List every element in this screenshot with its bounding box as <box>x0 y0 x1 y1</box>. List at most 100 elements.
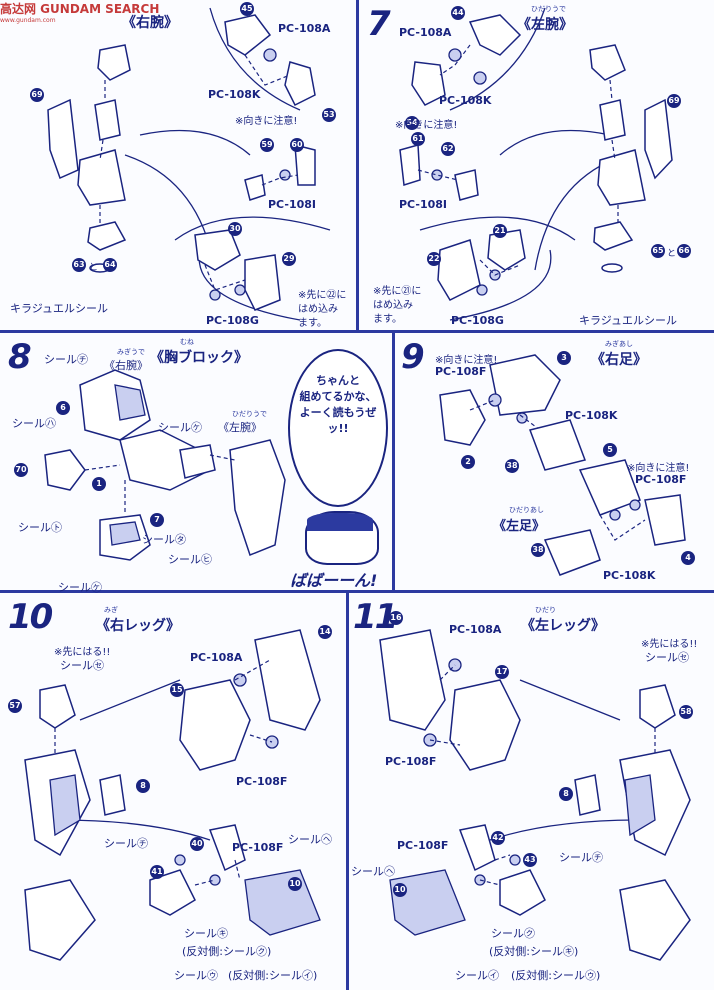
part-number: 21 <box>493 224 507 238</box>
bubble-line: 組めてるかな、 <box>299 390 377 403</box>
pc-code-label: PC-108I <box>268 198 317 211</box>
part-number: 38 <box>531 543 545 557</box>
step6-art <box>47 7 331 321</box>
note-line: はめ込み <box>373 300 413 311</box>
part-number: 43 <box>523 853 537 867</box>
seal-label: キラジュエルシール <box>10 302 109 315</box>
sub-ruby: ひだりあし <box>509 506 544 514</box>
step-number: 8 <box>8 337 32 377</box>
pc-code-label: PC-108G <box>206 314 259 327</box>
pc-code-label: PC-108I <box>399 198 448 211</box>
part-number: 45 <box>240 2 254 16</box>
part-number: 63 <box>72 258 86 272</box>
seal-label: シール㋒ <box>174 969 218 982</box>
note-line: ます。 <box>373 314 402 325</box>
part-number: 53 <box>322 108 336 122</box>
part-number: 62 <box>441 142 455 156</box>
step7-art <box>399 7 673 321</box>
step-number: 10 <box>8 597 53 637</box>
part-number: 60 <box>290 138 304 152</box>
part-number: 38 <box>505 459 519 473</box>
caution-note: ※向きに注意! <box>395 120 458 131</box>
part-number: 10 <box>288 877 302 891</box>
step-number: 7 <box>367 4 391 44</box>
sub-title-left-arm: 《左腕》 <box>218 421 262 434</box>
part-number: 14 <box>318 625 332 639</box>
part-number: 6 <box>56 401 70 415</box>
step11-art <box>379 629 691 961</box>
part-number: 10 <box>393 883 407 897</box>
part-number: 70 <box>14 463 28 477</box>
seal-label: シール㋖ <box>184 927 228 940</box>
mascot-hair <box>307 513 373 531</box>
seal-label: シール㋣ <box>18 521 62 534</box>
seal-label: (反対側:シール㋑) <box>228 969 318 982</box>
pc-code-label: PC-108A <box>190 651 243 664</box>
part-number: 15 <box>170 683 184 697</box>
part-number: 8 <box>559 787 573 801</box>
step11-title: 《左レッグ》 <box>521 618 605 634</box>
step10-panel: 10 みぎ 《右レッグ》 ※先にはる!! シール㋝ PC-108A PC-108… <box>0 593 346 990</box>
pc-code-label: PC-108F <box>397 839 449 852</box>
seal-label: キラジュエルシール <box>579 314 678 327</box>
part-number: 44 <box>451 6 465 20</box>
part-number: 7 <box>150 513 164 527</box>
seal-label: (反対側:シール㋒) <box>511 969 601 982</box>
part-number: 5 <box>603 443 617 457</box>
step8-art <box>44 369 286 561</box>
step10-title: 《右レッグ》 <box>96 618 180 634</box>
title-ruby: ひだり <box>535 606 556 614</box>
pc-code-label: PC-108F <box>435 365 487 378</box>
part-number: 64 <box>103 258 117 272</box>
step8-title: 《胸ブロック》 <box>150 350 248 366</box>
note-line: ます。 <box>298 318 327 329</box>
divider-row2 <box>0 590 714 593</box>
caution-note: ※向きに注意! <box>435 355 498 366</box>
part-number: 59 <box>260 138 274 152</box>
pc-code-label: PC-108K <box>603 569 656 582</box>
seal-label: (反対側:シール㋗) <box>182 945 272 958</box>
part-number: 16 <box>389 611 403 625</box>
divider-10-11 <box>346 592 349 990</box>
pc-code-label: PC-108K <box>565 409 618 422</box>
step9-art <box>439 354 686 576</box>
and-word: と <box>89 263 99 273</box>
seal-label: (反対側:シール㋖) <box>489 945 579 958</box>
part-number: 65 <box>651 244 665 258</box>
pc-code-label: PC-108F <box>385 755 437 768</box>
part-number: 57 <box>8 699 22 713</box>
seal-label: シール㋗ <box>491 927 535 940</box>
caution-note: ※先にはる!! <box>54 647 111 658</box>
pc-code-label: PC-108F <box>232 841 284 854</box>
speech-bubble: ちゃんと 組めてるかな、 よーく読もうぜッ!! <box>288 349 388 507</box>
seal-label: シール㋘ <box>58 581 102 594</box>
part-number: 54 <box>405 116 419 130</box>
seal-label: シール㋠ <box>104 837 148 850</box>
step6-panel: 《右腕》 45 53 59 60 69 63 64 と 30 29 PC-108… <box>0 0 356 330</box>
sfx-text: ばばーーん! <box>290 571 378 590</box>
seal-label: シール㋩ <box>12 417 56 430</box>
step9-title: 《右足》 <box>591 352 647 368</box>
part-number: 4 <box>681 551 695 565</box>
seal-label: シール㋟ <box>142 533 186 546</box>
part-number: 40 <box>190 837 204 851</box>
seal-label: シール㋬ <box>351 865 395 878</box>
part-number: 2 <box>461 455 475 469</box>
title-ruby: みぎあし <box>605 340 633 348</box>
pc-code-label: PC-108A <box>449 623 502 636</box>
note-line: ※先に㉑に <box>373 286 422 297</box>
note-line: はめ込み <box>298 304 338 315</box>
step7-panel: 7 ひだりうで 《左腕》 44 54 61 62 69 65 と 66 21 2… <box>359 0 714 330</box>
part-number: 42 <box>491 831 505 845</box>
caution-note: ※向きに注意! <box>235 116 298 127</box>
part-number: 69 <box>30 88 44 102</box>
part-number: 8 <box>136 779 150 793</box>
pc-code-label: PC-108A <box>278 22 331 35</box>
title-ruby: むね <box>180 338 194 346</box>
title-ruby: みぎ <box>104 606 118 614</box>
part-number: 22 <box>427 252 441 266</box>
caution-note: ※向きに注意! <box>627 463 690 474</box>
divider-8-9 <box>392 332 395 592</box>
sub-ruby: ひだりうで <box>232 410 267 418</box>
watermark-text: 高达网 GUNDAM SEARCH <box>0 2 160 16</box>
